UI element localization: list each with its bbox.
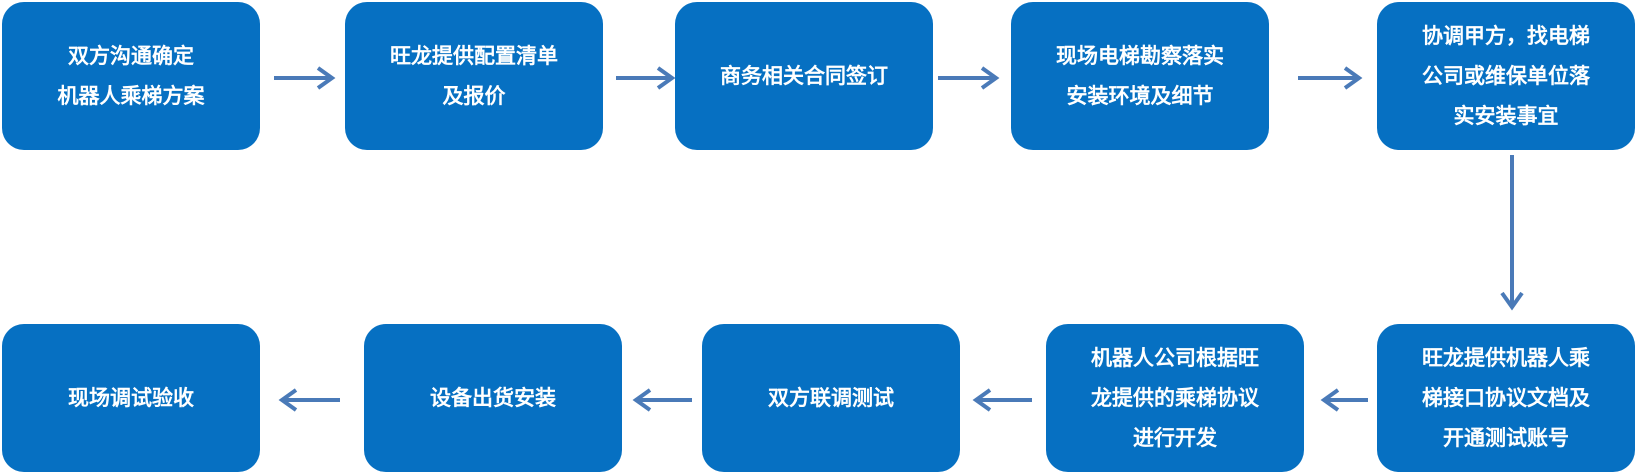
step-2-label: 旺龙提供配置清单 及报价 (390, 44, 558, 108)
step-1-box: 双方沟通确定 机器人乘梯方案 (2, 2, 260, 150)
step-4-box: 现场电梯勘察落实 安装环境及细节 (1011, 2, 1269, 150)
step-3-label: 商务相关合同签订 (720, 64, 888, 88)
step-3-box: 商务相关合同签订 (675, 2, 933, 150)
arrow-1-2 (274, 66, 336, 90)
arrow-5-6 (1500, 155, 1524, 311)
step-7-label: 机器人公司根据旺 龙提供的乘梯协议 进行开发 (1091, 346, 1259, 450)
arrow-4-5 (1298, 66, 1363, 90)
step-7-box: 机器人公司根据旺 龙提供的乘梯协议 进行开发 (1046, 324, 1304, 472)
step-4-label: 现场电梯勘察落实 安装环境及细节 (1056, 44, 1224, 108)
step-6-label: 旺龙提供机器人乘 梯接口协议文档及 开通测试账号 (1422, 346, 1590, 450)
arrow-7-8 (972, 388, 1032, 412)
step-6-box: 旺龙提供机器人乘 梯接口协议文档及 开通测试账号 (1377, 324, 1635, 472)
step-9-label: 设备出货安装 (430, 386, 556, 410)
arrow-2-3 (616, 66, 676, 90)
step-9-box: 设备出货安装 (364, 324, 622, 472)
arrow-9-10 (278, 388, 340, 412)
step-10-box: 现场调试验收 (2, 324, 260, 472)
arrow-8-9 (632, 388, 692, 412)
step-5-label: 协调甲方，找电梯 公司或维保单位落 实安装事宜 (1422, 24, 1590, 128)
step-8-box: 双方联调测试 (702, 324, 960, 472)
arrow-3-4 (938, 66, 1000, 90)
step-2-box: 旺龙提供配置清单 及报价 (345, 2, 603, 150)
step-10-label: 现场调试验收 (68, 386, 194, 410)
step-8-label: 双方联调测试 (768, 386, 894, 410)
arrow-6-7 (1320, 388, 1368, 412)
step-1-label: 双方沟通确定 机器人乘梯方案 (57, 44, 205, 108)
step-5-box: 协调甲方，找电梯 公司或维保单位落 实安装事宜 (1377, 2, 1635, 150)
